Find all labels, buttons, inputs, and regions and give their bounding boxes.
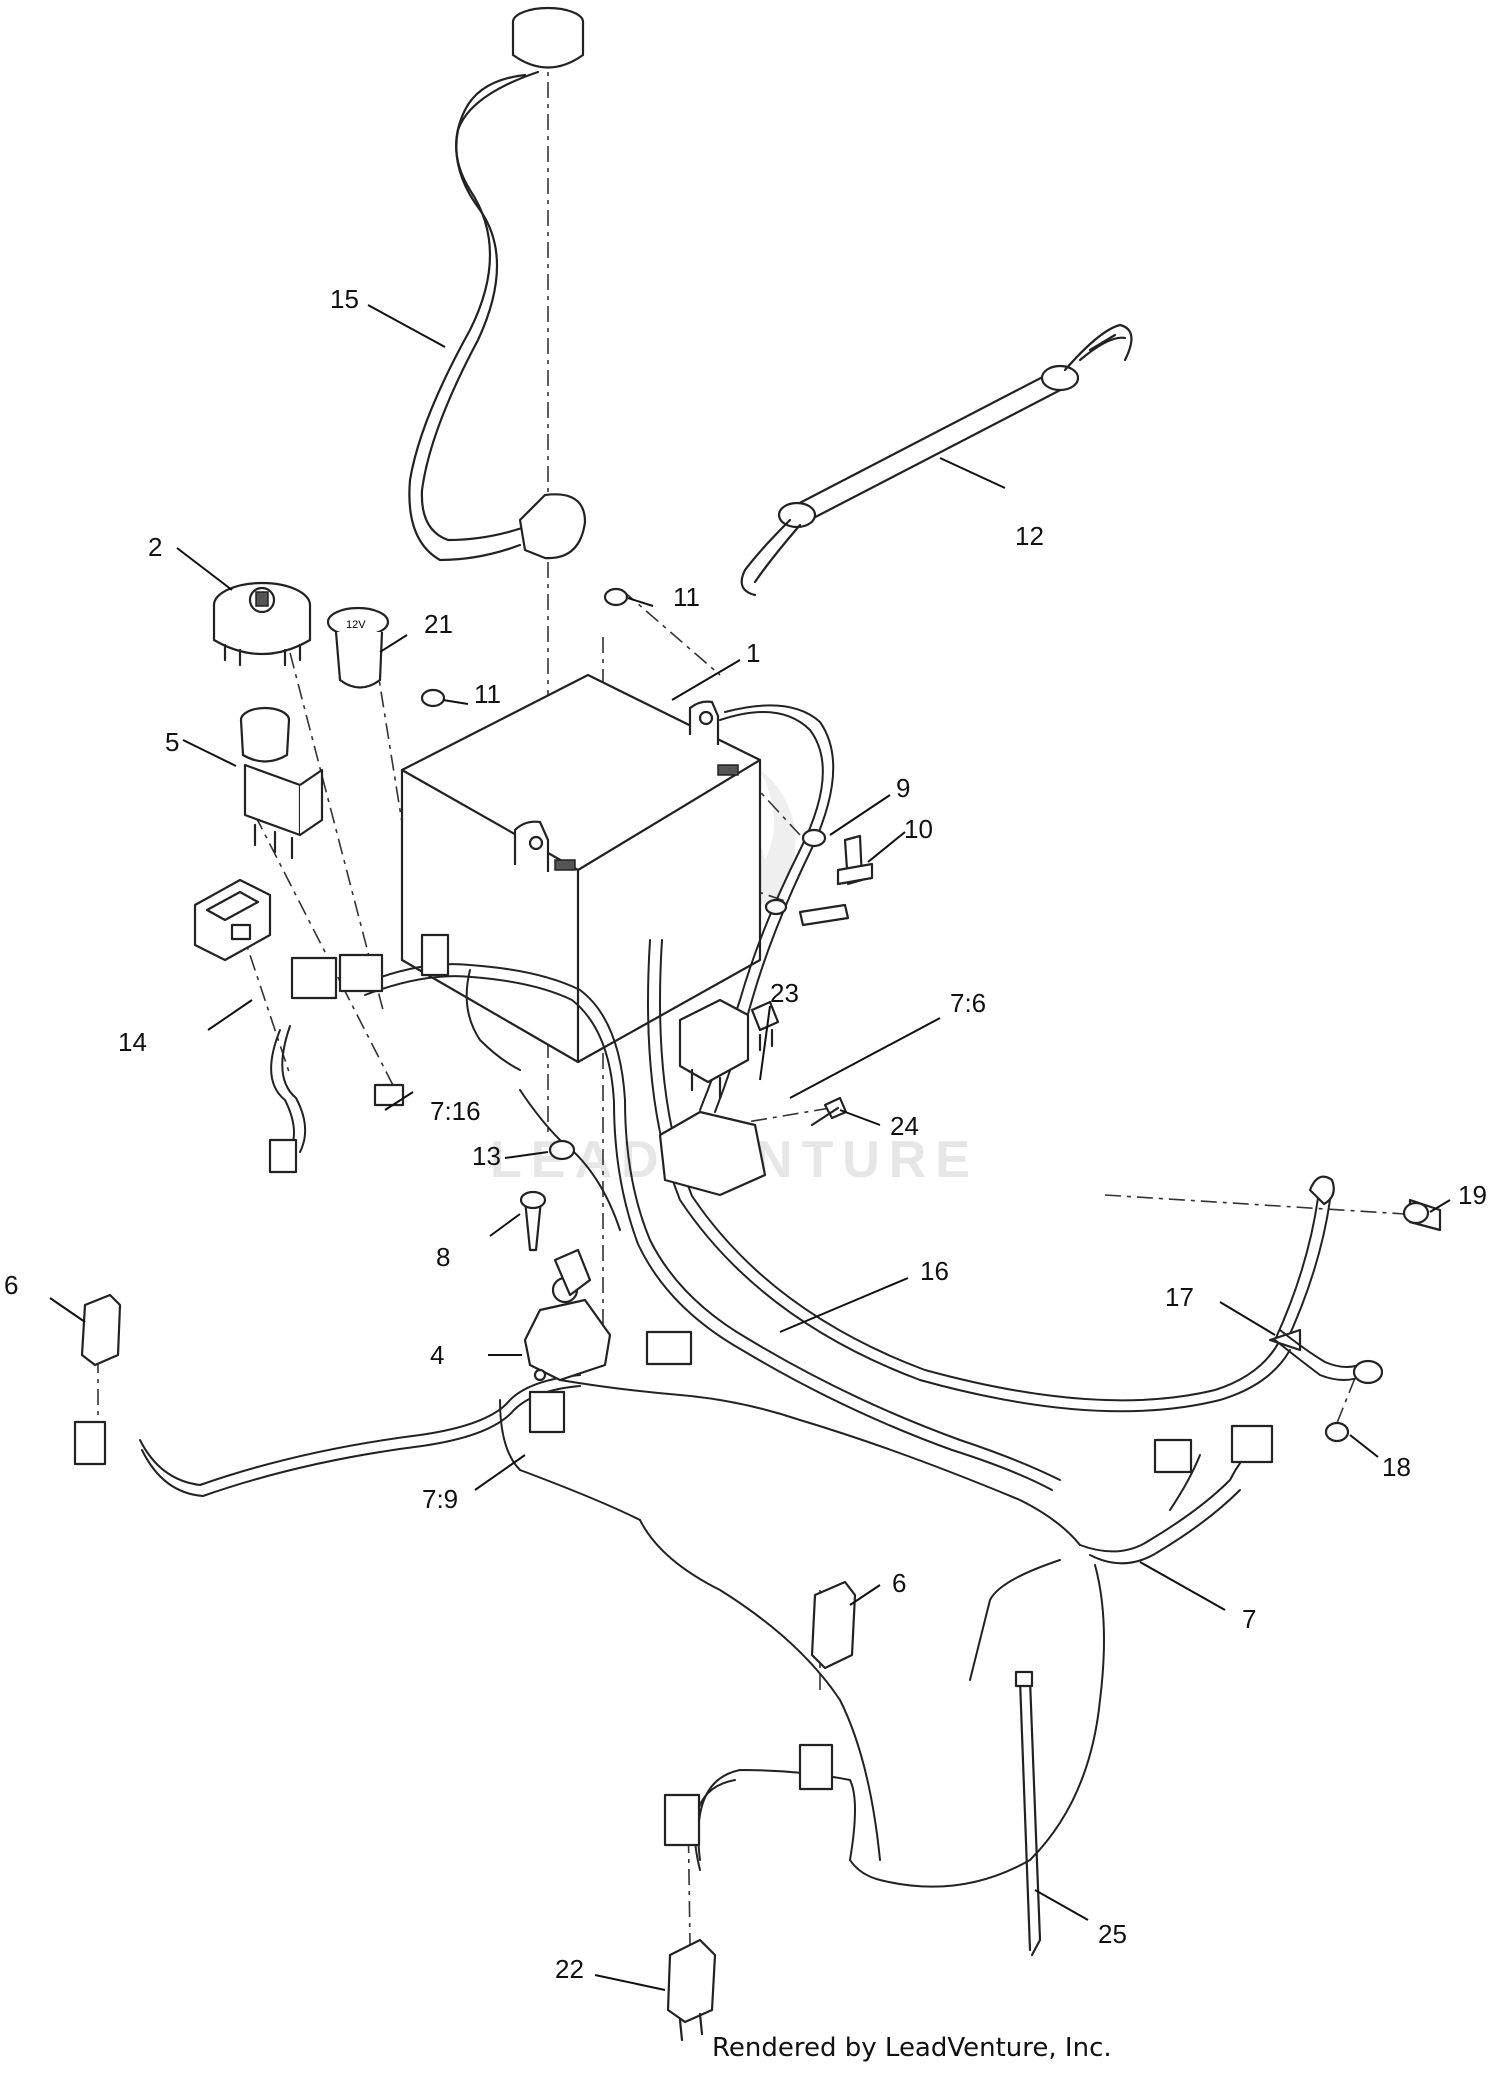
callout-9: 9 (896, 773, 910, 803)
callout-5: 5 (165, 727, 179, 757)
callout-15: 15 (330, 284, 359, 314)
callout-16: 16 (920, 1256, 949, 1286)
safety-switches (80, 1293, 857, 2042)
callout-11b: 11 (474, 679, 501, 709)
starter-solenoid (523, 1248, 612, 1382)
relay-block (658, 998, 848, 1197)
callout-2: 2 (148, 532, 162, 562)
callout-12: 12 (1015, 521, 1044, 551)
ignition-switch (212, 581, 312, 667)
hold-down-rod (740, 323, 1133, 597)
leader-lines (49, 304, 1451, 1991)
callout-25: 25 (1098, 1919, 1127, 1949)
harness-connectors (73, 933, 1274, 1847)
callouts: 15 12 2 11 21 1 11 5 9 10 23 7:6 14 7:16… (4, 284, 1487, 1984)
callout-7-16: 7:16 (430, 1096, 481, 1126)
hour-meter (193, 878, 272, 962)
wire-harness (139, 963, 1256, 1888)
credit-text: Rendered by LeadVenture, Inc. (712, 2033, 1112, 2063)
fasteners (420, 587, 1442, 1443)
battery (400, 673, 762, 1064)
ground-cable (1274, 1329, 1384, 1385)
callout-1: 1 (746, 638, 760, 668)
callout-11a: 11 (673, 582, 700, 612)
callout-10: 10 (904, 814, 933, 844)
callout-17: 17 (1165, 1282, 1194, 1312)
callout-24: 24 (890, 1111, 919, 1141)
battery-cable-boot (408, 6, 587, 562)
callout-13: 13 (472, 1141, 501, 1171)
callout-21: 21 (424, 609, 453, 639)
cable-tie (1014, 1670, 1042, 1957)
callout-8: 8 (436, 1242, 450, 1272)
callout-7: 7 (1242, 1604, 1256, 1634)
pto-switch (239, 706, 324, 860)
callout-14: 14 (118, 1027, 147, 1057)
callout-6a: 6 (4, 1270, 18, 1300)
callout-23: 23 (770, 978, 799, 1008)
svg-text:12V: 12V (346, 619, 366, 631)
callout-18: 18 (1382, 1452, 1411, 1482)
callout-7-6: 7:6 (950, 988, 986, 1018)
power-outlet: 12V (326, 606, 390, 689)
callout-4: 4 (430, 1340, 444, 1370)
callout-19: 19 (1458, 1180, 1487, 1210)
callout-6b: 6 (892, 1568, 906, 1598)
callout-7-9: 7:9 (422, 1484, 458, 1514)
callout-22: 22 (555, 1954, 584, 1984)
